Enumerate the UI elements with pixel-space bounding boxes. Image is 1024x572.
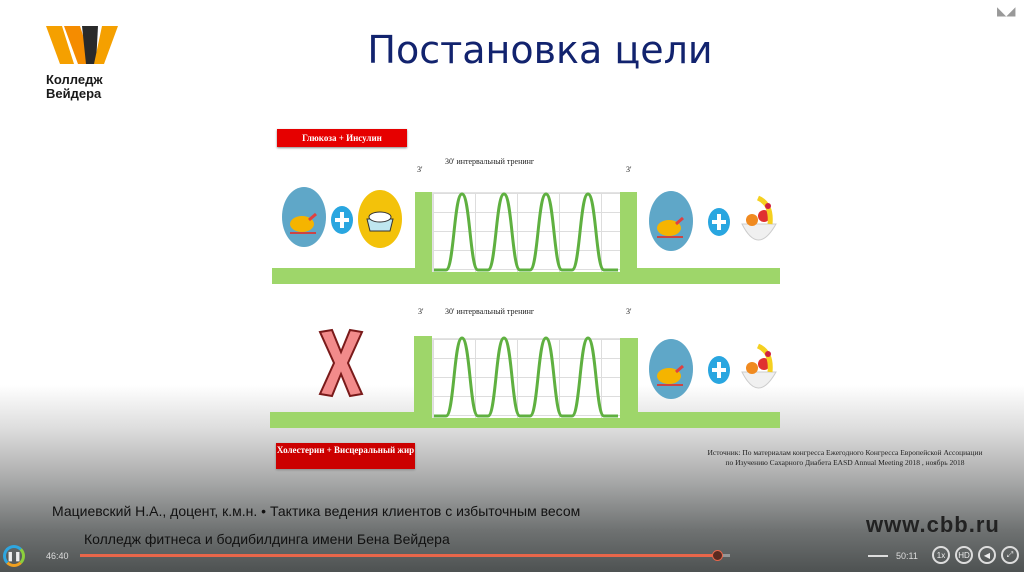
logo-w-icon xyxy=(46,26,118,64)
interval-base-bottom xyxy=(432,418,620,428)
fruit-bowl-icon xyxy=(741,195,777,241)
hd-button[interactable]: HD xyxy=(955,546,973,564)
rest-bar-bottom-right xyxy=(637,412,780,428)
glucose-insulin-label: Глюкоза + Инсулин xyxy=(277,129,407,147)
warmup-block-top-left xyxy=(415,192,432,284)
warmup-time-top-left: 3' xyxy=(417,165,423,174)
rice-bowl-icon xyxy=(358,190,402,248)
cross-icon xyxy=(318,328,364,398)
interval-grid-bottom xyxy=(432,338,622,420)
chicken-icon xyxy=(649,339,693,399)
rest-bar-top-right xyxy=(637,268,780,284)
progress-bar[interactable] xyxy=(80,550,730,561)
rest-bar-top-left xyxy=(272,268,417,284)
logo-line2: Вейдера xyxy=(46,86,102,101)
warmup-time-bottom-left: 3' xyxy=(418,307,424,316)
college-logo: Колледж Вейдера xyxy=(46,24,120,101)
college-caption: Колледж фитнеса и бодибилдинга имени Бен… xyxy=(84,531,450,547)
slide-title: Постановка цели xyxy=(367,28,713,72)
pause-button[interactable]: ❚❚ xyxy=(3,545,25,567)
chicken-icon xyxy=(282,187,326,247)
total-time: 50:11 xyxy=(896,551,918,561)
speed-button[interactable]: 1x xyxy=(932,546,950,564)
plus-icon xyxy=(331,206,353,234)
volume-slider[interactable] xyxy=(868,555,888,557)
fullscreen-icon[interactable]: ⤢ xyxy=(1001,546,1019,564)
warmup-block-bottom-right xyxy=(620,338,638,428)
interval-wave-bottom xyxy=(434,336,618,418)
warmup-block-bottom-left xyxy=(414,336,432,428)
chicken-icon xyxy=(649,191,693,251)
interval-grid-top xyxy=(432,192,622,274)
fruit-bowl-icon xyxy=(741,343,777,389)
interval-label-bottom: 30' интервальный тренинг xyxy=(445,307,535,316)
watermark: www.cbb.ru xyxy=(866,512,1000,537)
interval-wave-top xyxy=(434,192,618,272)
warmup-time-bottom-right: 3' xyxy=(626,307,632,316)
warmup-block-top-right xyxy=(620,192,637,284)
plus-icon xyxy=(708,356,730,384)
cholesterol-fat-label: Холестерин + Висцеральный жир xyxy=(276,443,415,469)
plus-icon xyxy=(708,208,730,236)
progress-fill xyxy=(80,554,717,557)
interval-label-top: 30' интервальный тренинг xyxy=(445,157,535,166)
lecture-caption: Мациевский Н.А., доцент, к.м.н. • Тактик… xyxy=(52,503,581,519)
warmup-time-top-right: 3' xyxy=(626,165,632,174)
volume-icon[interactable]: ◀ xyxy=(978,546,996,564)
logo-line1: Колледж xyxy=(46,72,103,87)
current-time: 46:40 xyxy=(46,551,69,561)
source-note: Источник: По материалам конгресса Ежегод… xyxy=(707,448,983,467)
rest-bar-bottom-left xyxy=(270,412,417,428)
player-logo-icon: ◣◢ xyxy=(997,4,1016,18)
progress-handle[interactable] xyxy=(712,550,723,561)
interval-base-top xyxy=(432,272,620,284)
